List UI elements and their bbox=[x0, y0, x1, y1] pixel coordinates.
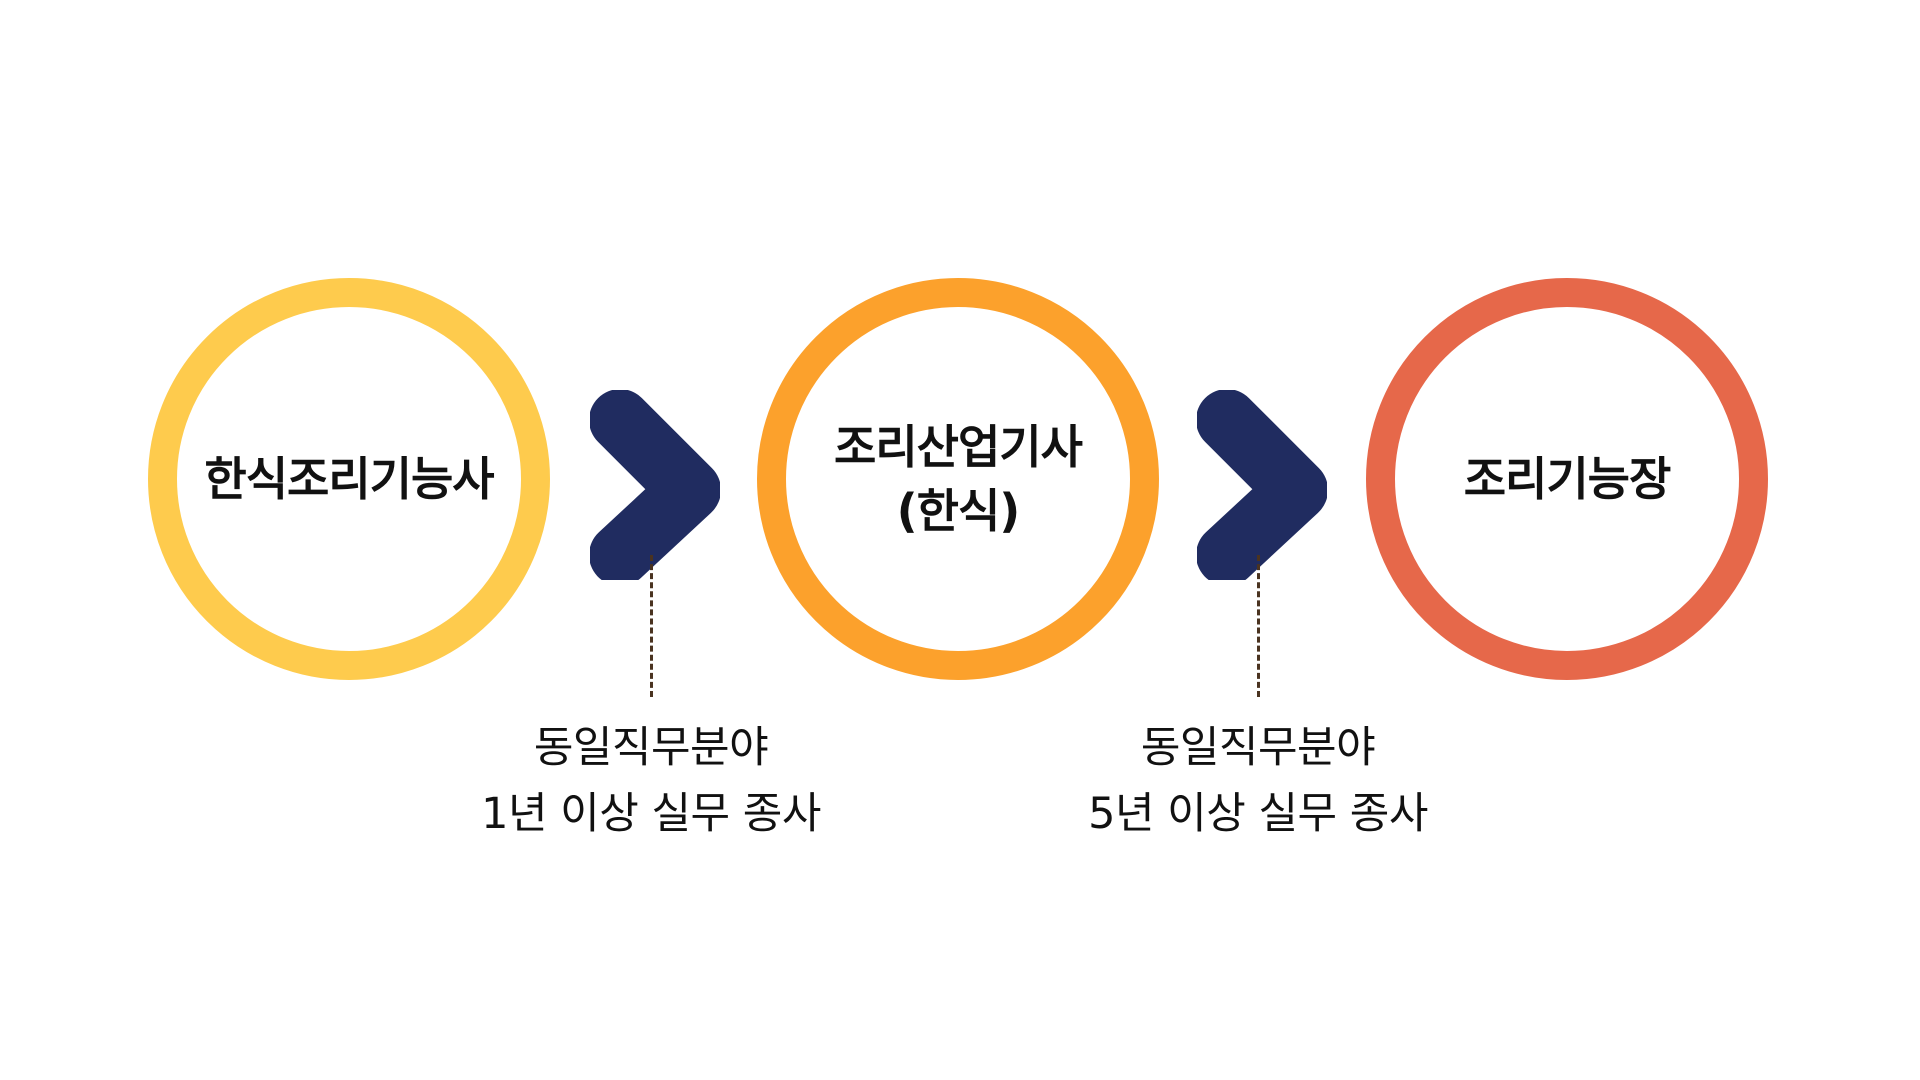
chevron-right-icon bbox=[590, 390, 720, 580]
requirement-text-1: 동일직무분야 1년 이상 실무 종사 bbox=[481, 723, 821, 839]
step-circle-1: 한식조리기능사 bbox=[148, 278, 550, 680]
step-circle-2: 조리산업기사 (한식) bbox=[757, 278, 1159, 680]
step-circle-3: 조리기능장 bbox=[1366, 278, 1768, 680]
step-label-2: 조리산업기사 (한식) bbox=[834, 420, 1083, 538]
connector-line-1 bbox=[650, 555, 653, 697]
step-label-1: 한식조리기능사 bbox=[204, 452, 494, 506]
step-label-3: 조리기능장 bbox=[1463, 452, 1672, 506]
requirement-text-2: 동일직무분야 5년 이상 실무 종사 bbox=[1088, 723, 1428, 839]
connector-line-2 bbox=[1257, 555, 1260, 697]
chevron-right-icon bbox=[1197, 390, 1327, 580]
